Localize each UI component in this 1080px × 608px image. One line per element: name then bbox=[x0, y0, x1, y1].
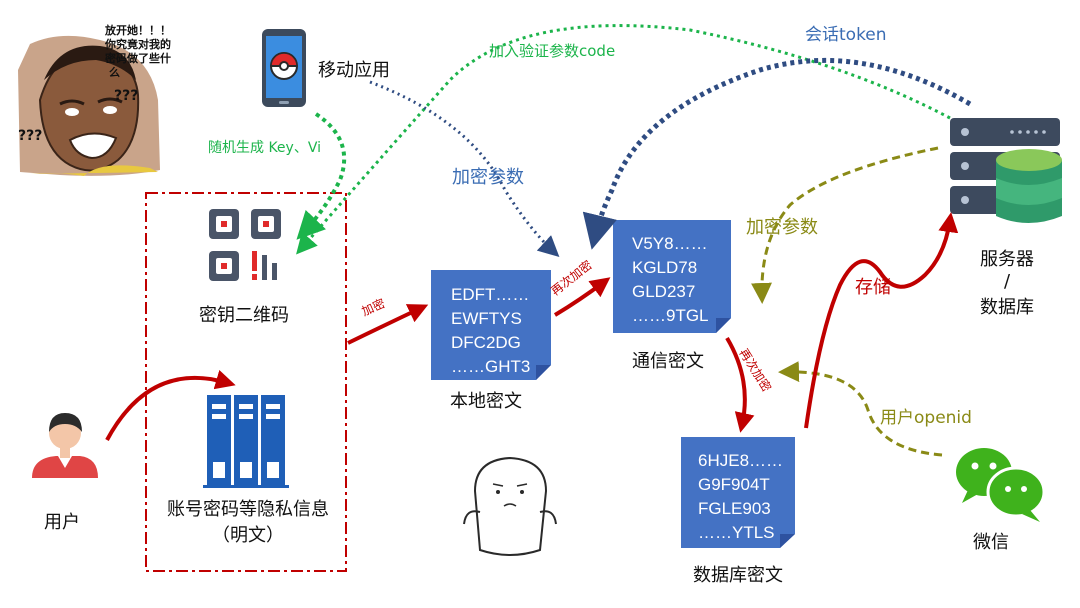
user-to-private-info-arrow bbox=[105, 370, 236, 441]
mobile-phone-icon bbox=[262, 29, 306, 107]
encrypt-params-label: 加密参数 bbox=[452, 167, 524, 188]
encrypt-label: 加密 bbox=[359, 295, 387, 318]
server-database-icon bbox=[950, 118, 1062, 223]
comm-cipher-line-3: GLD237 bbox=[632, 282, 695, 301]
local-ciphertext-caption: 本地密文 bbox=[450, 391, 522, 412]
store-arrow bbox=[804, 212, 959, 429]
local-cipher-line-2: EWFTYS bbox=[451, 309, 522, 328]
encrypt-params-arrow bbox=[369, 80, 560, 258]
meme-face-illustration bbox=[18, 35, 160, 176]
server-label-line-2: / bbox=[1004, 271, 1011, 292]
comm-cipher-line-1: V5Y8…… bbox=[632, 234, 708, 253]
server-encrypt-params-label: 加密参数 bbox=[746, 217, 818, 238]
server-label-line-1: 服务器 bbox=[980, 249, 1034, 270]
user-label: 用户 bbox=[44, 512, 80, 533]
random-key-arrow bbox=[296, 112, 347, 240]
qr-code-icon bbox=[209, 209, 281, 281]
comm-cipher-line-2: KGLD78 bbox=[632, 258, 697, 277]
comm-cipher-line-4: ……9TGL bbox=[632, 306, 709, 325]
db-cipher-line-4: ……YTLS bbox=[698, 523, 775, 542]
random-key-label: 随机生成 Key、Vi bbox=[208, 140, 321, 156]
openid-arrow bbox=[778, 361, 943, 457]
re-encrypt-arrow-1 bbox=[553, 277, 611, 317]
encrypt-arrow bbox=[347, 304, 429, 345]
mobile-app-label: 移动应用 bbox=[318, 60, 390, 81]
db-cipher-line-1: 6HJE8…… bbox=[698, 451, 783, 470]
meme-speech-line-2: 你究竟对我的 bbox=[104, 37, 171, 51]
db-cipher-line-2: G9F904T bbox=[698, 475, 770, 494]
openid-label: 用户openid bbox=[880, 408, 972, 428]
plaintext-label: （明文） bbox=[212, 525, 284, 546]
server-encrypt-params-arrow bbox=[750, 146, 939, 304]
user-avatar-icon bbox=[32, 413, 98, 478]
comm-ciphertext-document bbox=[613, 220, 731, 333]
re-encrypt-arrow-2 bbox=[725, 336, 755, 433]
meme-question-right: ??? bbox=[114, 88, 138, 104]
db-cipher-line-3: FGLE903 bbox=[698, 499, 771, 518]
private-info-label: 账号密码等隐私信息 bbox=[167, 499, 329, 520]
wechat-logo-icon bbox=[956, 448, 1046, 522]
local-cipher-line-4: ……GHT3 bbox=[451, 357, 530, 376]
session-token-arrow bbox=[582, 57, 972, 250]
comm-ciphertext-caption: 通信密文 bbox=[632, 351, 704, 372]
local-cipher-line-1: EDFT…… bbox=[451, 285, 529, 304]
verify-code-arrow bbox=[296, 24, 951, 255]
shrug-character-illustration bbox=[463, 456, 557, 556]
verify-code-label: 加入验证参数code bbox=[489, 42, 615, 60]
server-label-line-3: 数据库 bbox=[980, 297, 1034, 318]
db-ciphertext-caption: 数据库密文 bbox=[693, 565, 783, 586]
qr-key-label: 密钥二维码 bbox=[199, 305, 289, 326]
meme-question-left: ??? bbox=[18, 128, 42, 144]
db-ciphertext-document bbox=[681, 437, 795, 548]
ledger-binders-icon bbox=[203, 395, 289, 488]
store-label: 存储 bbox=[855, 277, 891, 298]
meme-speech-line-4: 么 bbox=[109, 65, 120, 79]
wechat-label: 微信 bbox=[973, 532, 1009, 553]
meme-speech-line-3: 密码做了些什 bbox=[105, 51, 171, 65]
meme-speech-line-1: 放开她！！！ bbox=[104, 23, 171, 37]
client-region-border bbox=[145, 192, 347, 572]
local-cipher-line-3: DFC2DG bbox=[451, 333, 521, 352]
session-token-label: 会话token bbox=[805, 25, 887, 45]
local-ciphertext-document bbox=[431, 270, 551, 380]
